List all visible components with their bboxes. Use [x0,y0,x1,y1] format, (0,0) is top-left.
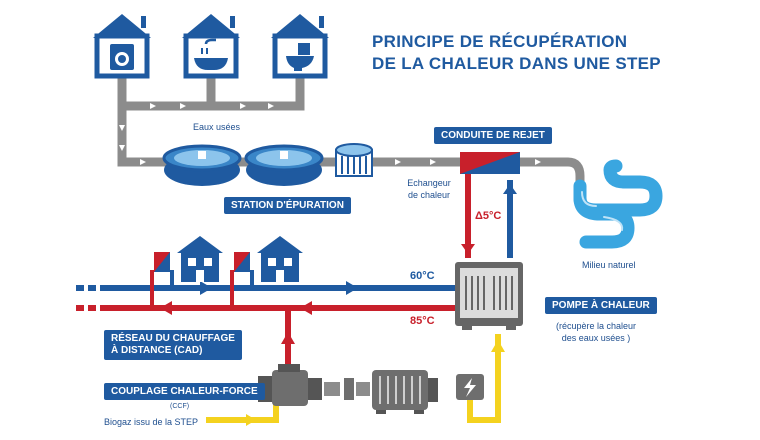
generator-icon [372,370,438,414]
label-pompe: POMPE À CHALEUR [545,297,657,314]
reseau-line1: RÉSEAU DU CHAUFFAGE [111,333,235,344]
label-echangeur: Echangeur de chaleur [399,177,459,201]
house-washing-machine-icon [93,14,151,79]
house-toilet-icon [271,14,329,79]
label-ccf: (CCF) [170,403,190,410]
house-bathtub-icon [182,14,240,79]
waste-flow-arrows [119,103,541,165]
label-couplage: COUPLAGE CHALEUR-FORCE [104,383,265,400]
station-tanks [162,143,373,186]
engine-icon [258,364,370,406]
river-icon [573,159,663,249]
house-icon [154,236,223,282]
label-biogaz: Biogaz issu de la STEP [104,417,199,427]
electricity-icon [456,374,484,400]
label-delta-t: Δ5°C [475,210,502,222]
label-station: STATION D'ÉPURATION [224,197,351,214]
label-milieu-naturel: Milieu naturel [582,260,636,270]
pompe-sub-line1: (récupère la chaleur [555,321,637,331]
echangeur-line2: de chaleur [407,190,451,200]
label-pompe-sub: (récupère la chaleur des eaux usées ) [546,320,646,344]
heat-pump-icon [455,262,523,330]
label-eaux-usees: Eaux usées [193,122,241,132]
waste-water-pipes [117,75,585,182]
label-temp-85: 85°C [410,315,435,327]
title-line1: PRINCIPE DE RÉCUPÉRATION [372,32,628,51]
heat-exchanger-icon [460,152,520,174]
house-icon [234,236,303,282]
district-network [76,270,455,315]
echangeur-line1: Echangeur [407,178,451,188]
exchanger-loop [461,174,517,258]
reseau-line2: À DISTANCE (CAD) [111,345,203,356]
pompe-sub-line2: des eaux usées ) [561,333,631,343]
label-conduite: CONDUITE DE REJET [434,127,552,144]
title-line2: DE LA CHALEUR DANS UNE STEP [372,54,661,73]
label-temp-60: 60°C [410,270,435,282]
label-reseau: RÉSEAU DU CHAUFFAGE À DISTANCE (CAD) [104,330,242,360]
